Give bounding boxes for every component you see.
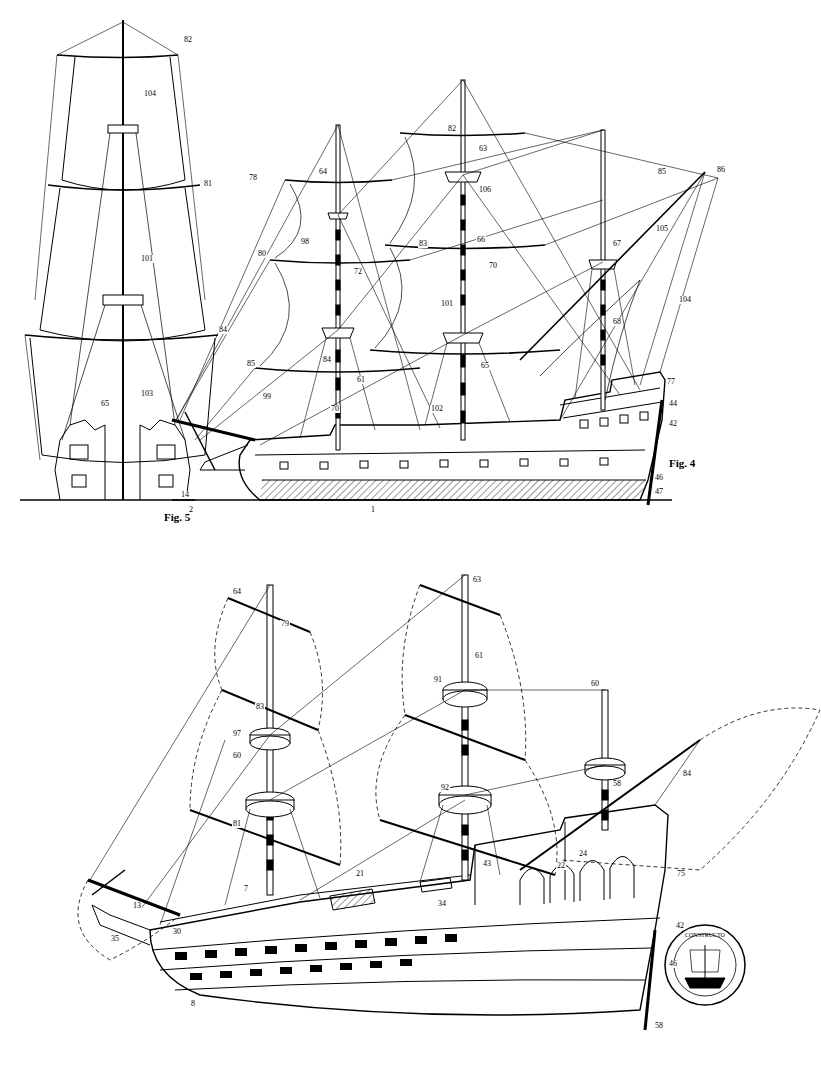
perspective-view [78,575,820,1030]
callout-number: 82 [447,125,457,133]
callout-number: 35 [110,935,120,943]
callout-number: 77 [666,378,676,386]
callout-number: 104 [143,90,157,98]
callout-number: 72 [353,268,363,276]
callout-number: 43 [482,860,492,868]
callout-number: 64 [232,588,242,596]
callout-number: 86 [716,166,726,174]
callout-number: 106 [478,186,492,194]
callout-number: 91 [433,676,443,684]
callout-number: 67 [612,240,622,248]
callout-number: 24 [578,850,588,858]
callout-number: 68 [612,318,622,326]
callout-number: 98 [300,238,310,246]
callout-number: 7 [243,885,249,893]
callout-number: 80 [257,250,267,258]
callout-number: 64 [318,168,328,176]
callout-number: 46 [654,474,664,482]
callout-number: 61 [474,652,484,660]
callout-number: 104 [678,296,692,304]
callout-number: 103 [140,390,154,398]
front-view [20,20,218,500]
callout-number: 92 [440,784,450,792]
callout-number: 81 [232,820,242,828]
callout-number: 97 [232,730,242,738]
callout-number: 102 [430,405,444,413]
callout-number: 78 [248,174,258,182]
callout-number: 84 [682,770,692,778]
callout-number: 83 [255,703,265,711]
side-view [172,80,718,505]
callout-number: 75 [676,870,686,878]
callout-number: 63 [478,145,488,153]
callout-number: 65 [100,400,110,408]
callout-number: 34 [437,900,447,908]
callout-number: 70 [488,262,498,270]
callout-number: 22 [556,862,566,870]
callout-number: 65 [480,362,490,370]
callout-number: 83 [418,240,428,248]
maker-seal [665,925,745,1005]
callout-number: 30 [172,928,182,936]
callout-number: 42 [668,420,678,428]
callout-number: 70 [330,405,340,413]
figure-label: Fig. 4 [668,458,696,469]
callout-number: 101 [440,300,454,308]
callout-number: 58 [654,1022,664,1030]
callout-number: 85 [657,168,667,176]
callout-number: 13 [132,902,142,910]
callout-number: 58 [612,780,622,788]
callout-number: 8 [190,1000,196,1008]
callout-number: 63 [472,576,482,584]
callout-number: 66 [476,236,486,244]
callout-number: 2 [188,506,194,514]
callout-number: 60 [590,680,600,688]
callout-number: 85 [246,360,256,368]
callout-number: 14 [180,491,190,499]
callout-number: 82 [183,36,193,44]
callout-number: 46 [668,960,678,968]
callout-number: 99 [262,393,272,401]
callout-number: 1 [370,506,376,514]
callout-number: 84 [218,326,228,334]
callout-number: 81 [203,180,213,188]
callout-number: 61 [356,376,366,384]
callout-number: 44 [668,400,678,408]
callout-number: 21 [355,870,365,878]
callout-number: 60 [232,752,242,760]
callout-number: 84 [322,356,332,364]
callout-number: 105 [655,225,669,233]
callout-number: 42 [675,922,685,930]
seal-text: CONSTRUCTO [684,932,726,938]
callout-number: 101 [140,255,154,263]
callout-number: 79 [280,620,290,628]
callout-number: 47 [654,488,664,496]
